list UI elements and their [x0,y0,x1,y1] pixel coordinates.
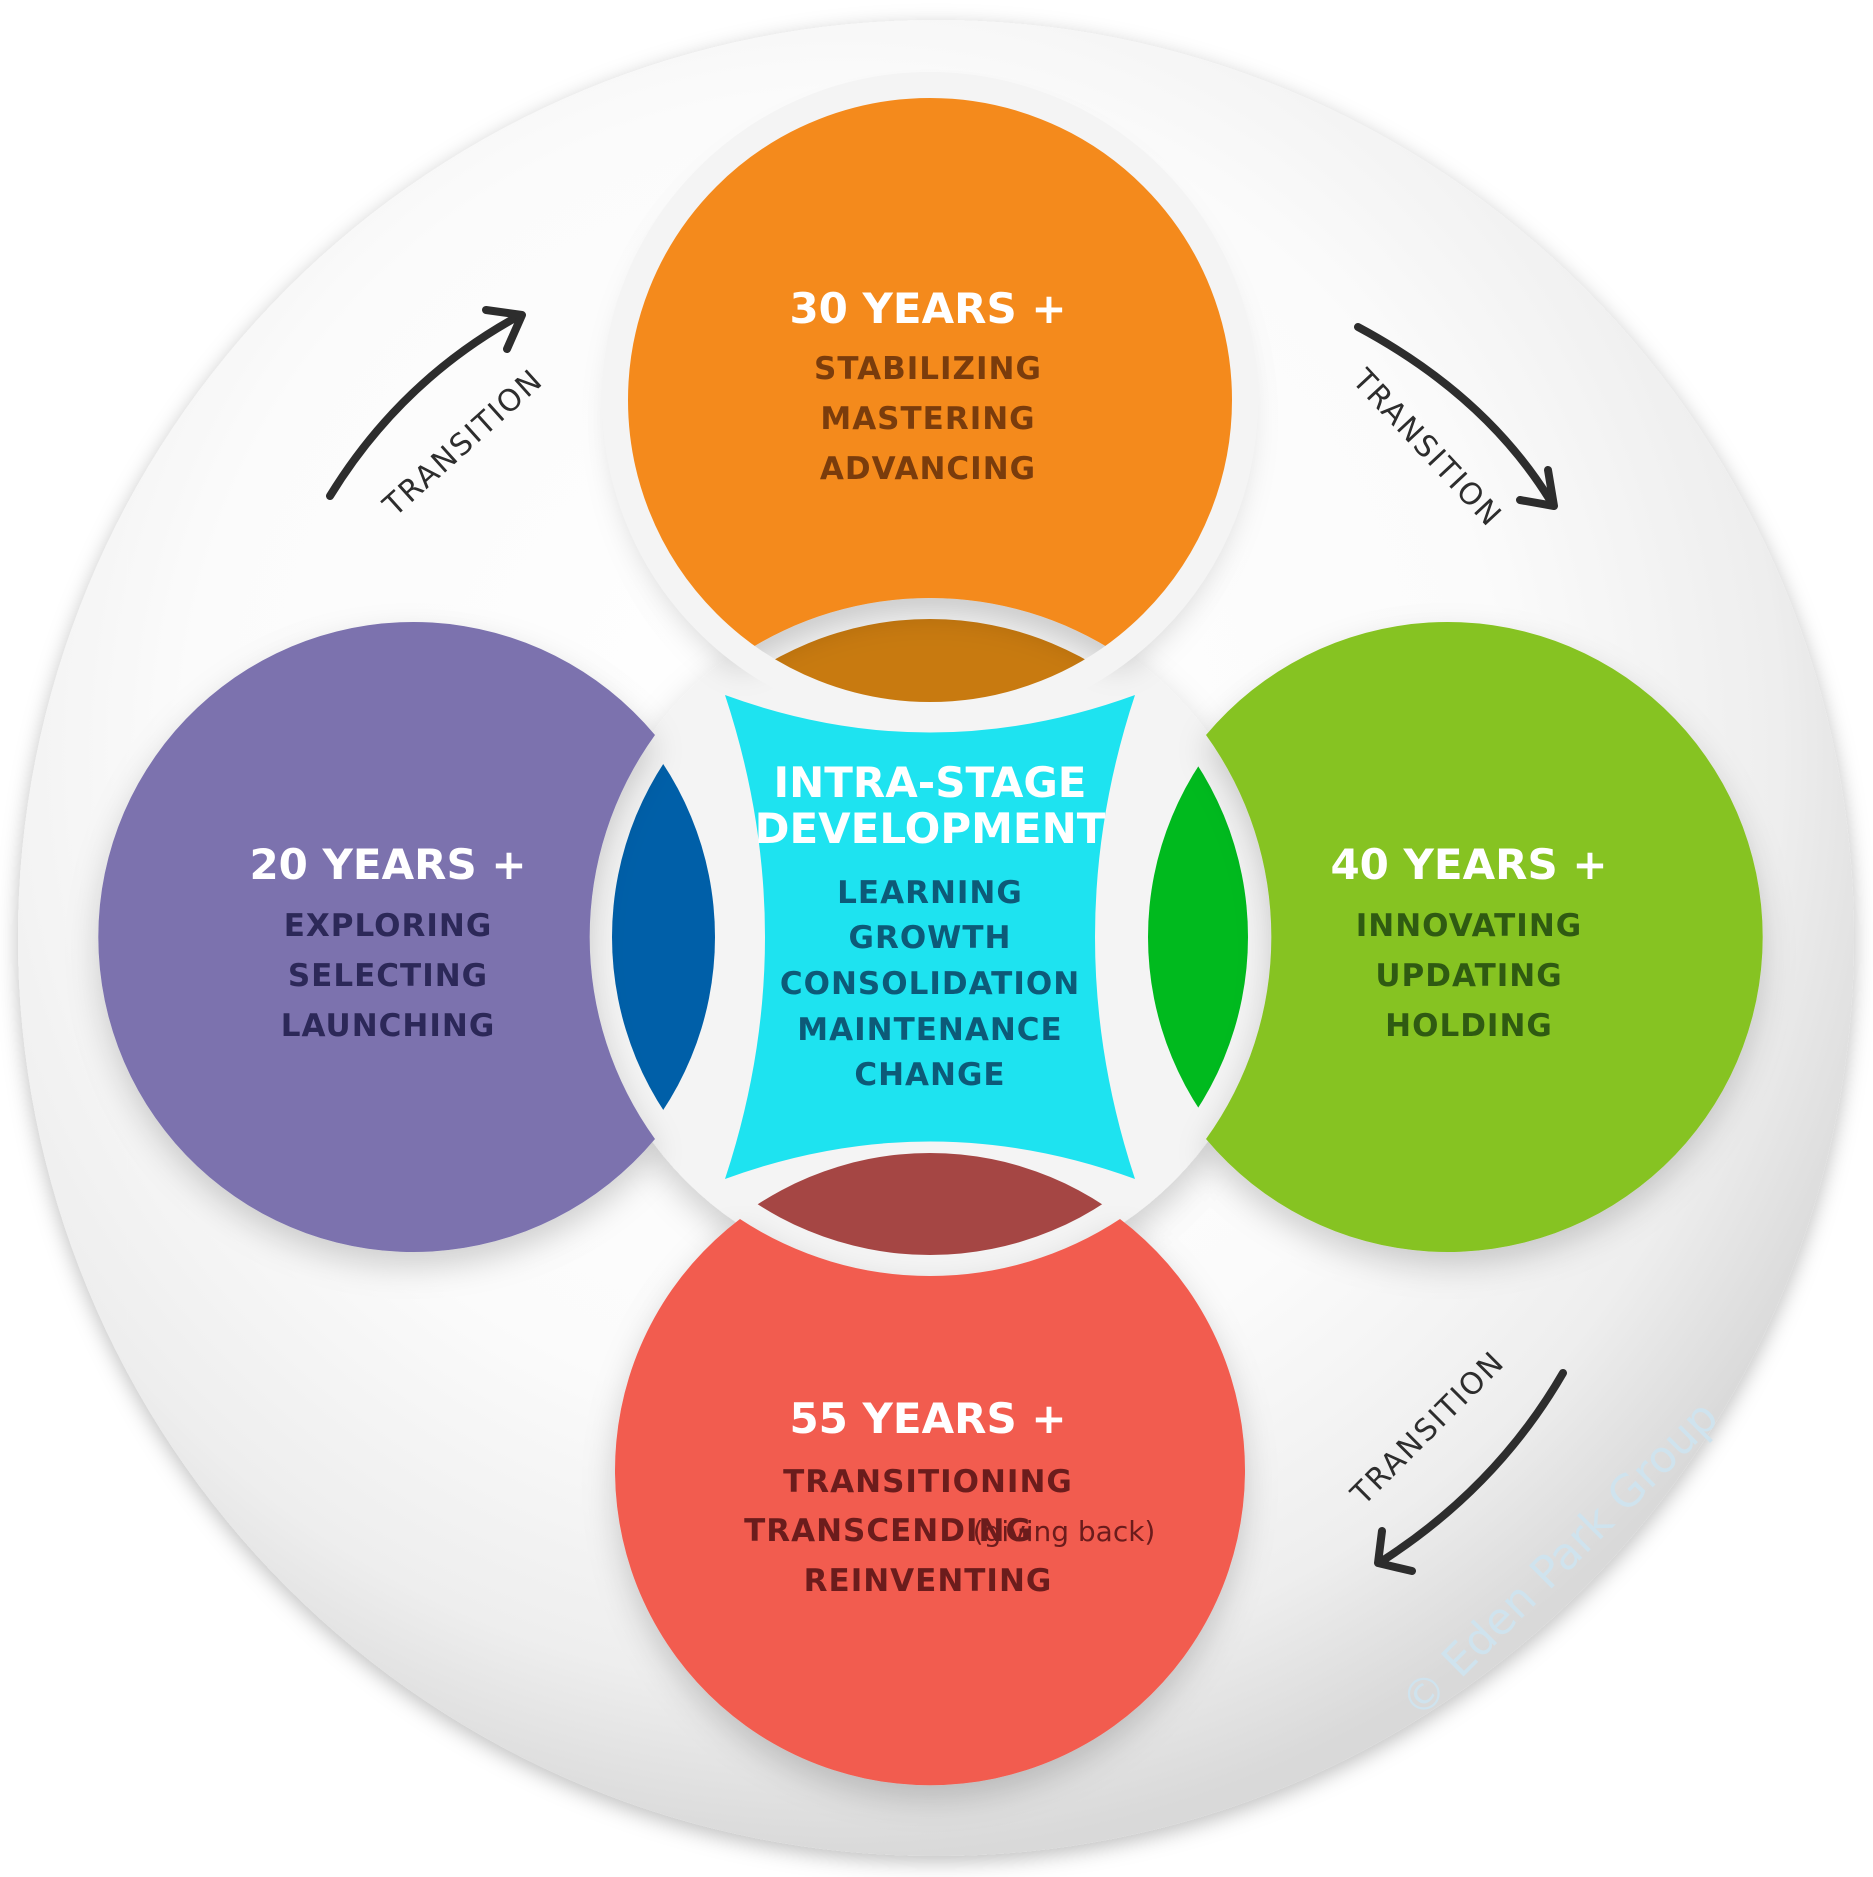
stage-40-item: UPDATING [1375,958,1562,994]
stage-55-note: (giving back) [973,1515,1156,1548]
stage-20-item: SELECTING [288,958,488,994]
stage-30-item: STABILIZING [814,351,1042,387]
stage-circle-20 [98,622,655,1253]
arrow-head-icon [482,306,526,353]
arrow-head-icon [1516,466,1558,510]
center-item: MAINTENANCE [797,1012,1062,1048]
center-box [725,695,1135,1179]
stage-40-item: INNOVATING [1356,908,1583,944]
stage-30-title: 30 YEARS + [789,284,1066,333]
stage-55-item: TRANSCENDING [744,1513,1032,1549]
stage-55-title: 55 YEARS + [789,1394,1066,1443]
center-item: GROWTH [849,920,1012,956]
arrow-head-icon [1374,1527,1416,1575]
center-item: LEARNING [837,875,1023,911]
stage-40-title: 40 YEARS + [1330,840,1607,889]
center-item: CHANGE [854,1057,1005,1093]
center-title-line2: DEVELOPMENT [755,804,1106,853]
stage-20-title: 20 YEARS + [249,840,526,889]
lens-separator-top [602,72,1258,728]
stage-circle-55 [615,1219,1246,1786]
stage-40-item: HOLDING [1385,1008,1553,1044]
stage-circle-30 [615,88,1246,656]
stage-circle-40 [1206,622,1763,1252]
stage-30-item: MASTERING [820,401,1035,437]
stage-20-item: LAUNCHING [281,1008,496,1044]
stage-20-item: EXPLORING [284,908,493,944]
center-title-line1: INTRA-STAGE [773,758,1086,807]
center-item: CONSOLIDATION [780,966,1080,1002]
stage-55-item: REINVENTING [804,1563,1053,1599]
stage-55-item: TRANSITIONING [783,1464,1073,1500]
stage-30-item: ADVANCING [820,451,1036,487]
